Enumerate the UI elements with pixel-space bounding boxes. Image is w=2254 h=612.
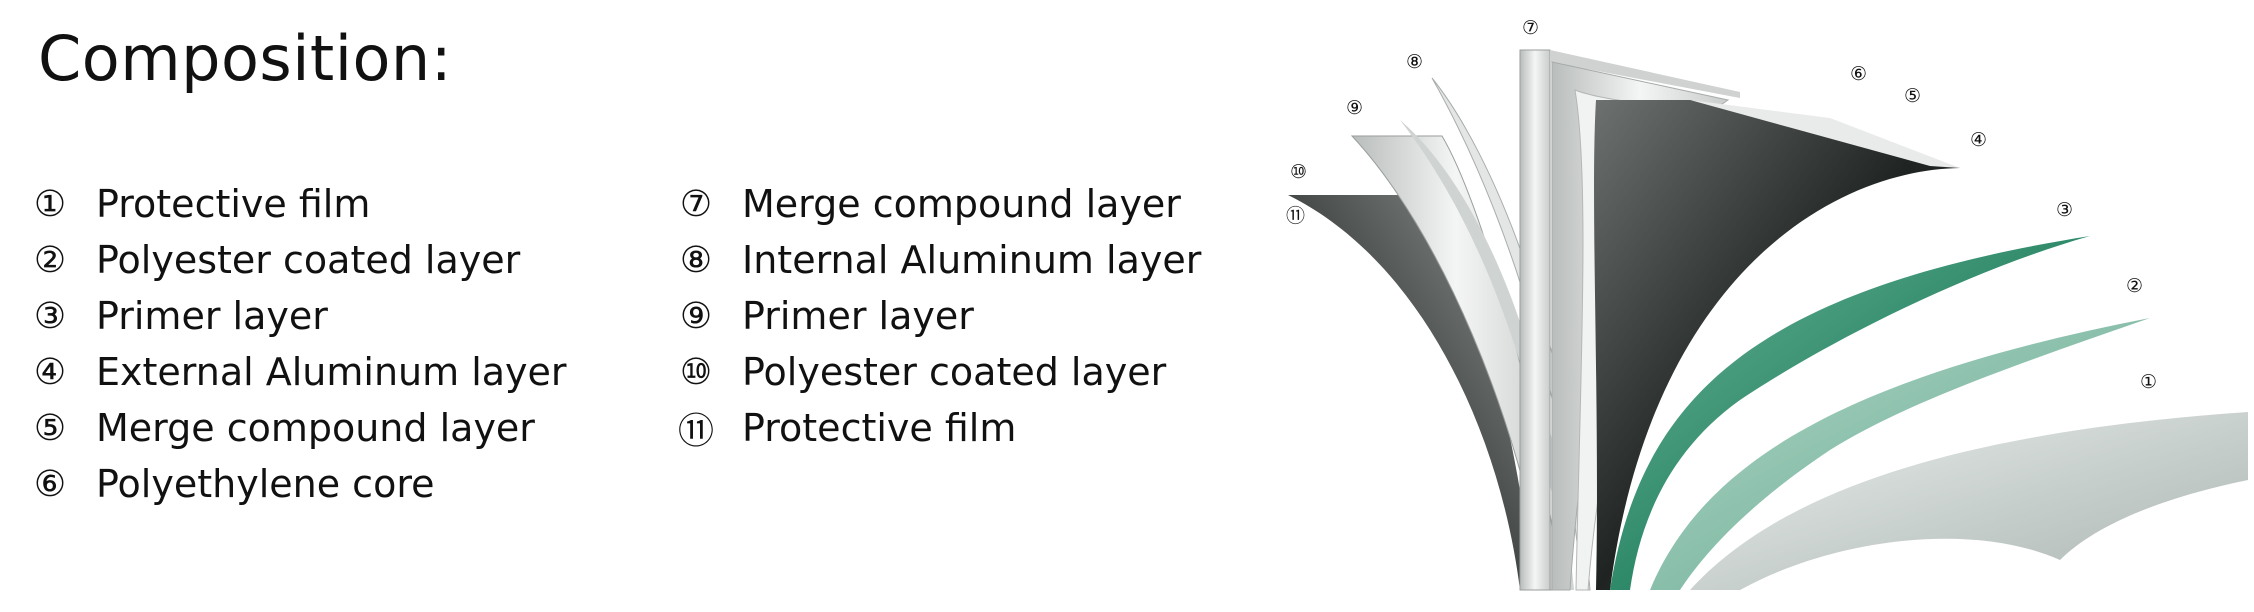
callout-1: ① [2140,371,2157,393]
legend-item: ① Protective film [26,176,567,232]
layer-4-shape [1594,100,1960,590]
legend-number: ⑨ [679,295,713,337]
legend-number: ⑧ [679,239,713,281]
legend-label: Primer layer [96,294,328,338]
layer-3-shape [1610,236,2090,590]
layer-7-top [1550,50,1740,98]
legend-item: ⑤ Merge compound layer [26,400,567,456]
callout-9: ⑨ [1346,97,1363,119]
legend-item: ⑧ Internal Aluminum layer [672,232,1201,288]
legend-number: ⑪ [677,411,714,452]
page-title: Composition: [38,22,453,95]
legend-number: ⑩ [679,351,713,393]
layer-diagram: ① ② ③ ④ ⑤ ⑥ ⑦ ⑧ ⑨ ⑩ ⑪ [1286,17,2248,591]
legend-number: ② [33,239,67,281]
layer-1-shape [1690,412,2248,590]
legend-label: Primer layer [742,294,974,338]
legend-number: ⑤ [33,407,67,449]
callout-2: ② [2126,275,2143,297]
layer-4-edge [1690,100,1960,168]
callout-10: ⑩ [1290,161,1307,183]
legend-item: ② Polyester coated layer [26,232,567,288]
callout-4: ④ [1970,129,1987,151]
layer-2-shape [1650,318,2150,590]
legend-item: ⑩ Polyester coated layer [672,344,1201,400]
layer-7-shape [1519,49,1551,591]
callout-5: ⑤ [1904,85,1921,107]
legend-number: ⑦ [679,183,713,225]
callout-11: ⑪ [1286,205,1305,227]
legend-label: Polyethylene core [96,462,435,506]
legend-item: ③ Primer layer [26,288,567,344]
legend-column-right: ⑦ Merge compound layer ⑧ Internal Aluminum… [672,176,1201,456]
legend-item: ⑨ Primer layer [672,288,1201,344]
legend-label: External Aluminum layer [96,350,567,394]
legend-label: Polyester coated layer [96,238,521,282]
legend-number: ① [33,183,67,225]
legend-number: ③ [33,295,67,337]
callout-8: ⑧ [1406,51,1423,73]
legend-column-left: ① Protective film ② Polyester coated layer… [26,176,567,512]
legend-label: Polyester coated layer [742,350,1167,394]
legend-label: Protective film [96,182,371,226]
legend-item: ⑥ Polyethylene core [26,456,567,512]
callout-3: ③ [2056,199,2073,221]
legend-label: Internal Aluminum layer [742,238,1202,282]
legend-label: Merge compound layer [96,406,535,450]
legend-label: Merge compound layer [742,182,1181,226]
legend-item: ⑦ Merge compound layer [672,176,1201,232]
callout-6: ⑥ [1850,63,1867,85]
legend-item: ④ External Aluminum layer [26,344,567,400]
legend-number: ⑥ [33,463,67,505]
legend-number: ④ [33,351,67,393]
legend-label: Protective film [742,406,1017,450]
layer-11-shape [1288,195,1532,590]
legend-item: ⑪ Protective film [672,400,1201,456]
callout-7: ⑦ [1522,17,1539,39]
